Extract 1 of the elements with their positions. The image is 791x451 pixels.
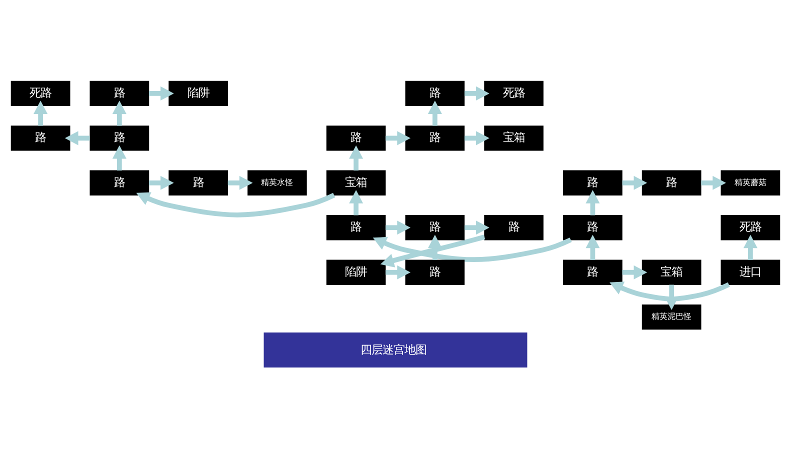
diagram-title: 四层迷宫地图 [360,342,427,356]
